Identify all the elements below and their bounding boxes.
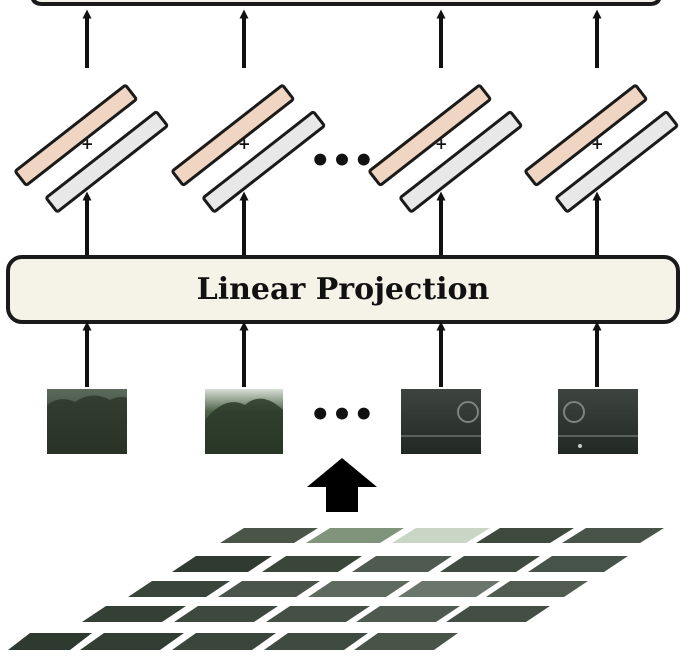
position-embedding-bar [14, 84, 138, 187]
position-embedding-bar [368, 84, 492, 187]
patch-embedding-bar [555, 110, 679, 213]
plus-sign: + [238, 135, 251, 153]
position-embedding-bar [524, 84, 648, 187]
up-arrow-icon [82, 321, 602, 387]
image-patch-1 [47, 389, 127, 454]
linear-projection-box [6, 255, 680, 324]
patch-grid [8, 528, 664, 650]
up-arrow-icon [82, 9, 602, 68]
big-up-arrow-icon [307, 458, 377, 512]
plus-sign: + [81, 135, 94, 153]
image-patch-4 [558, 389, 638, 454]
token-pair-2: + [171, 84, 326, 213]
plus-sign: + [435, 135, 448, 153]
position-embedding-bar [171, 84, 295, 187]
patch-embedding-bar [399, 110, 523, 213]
plus-sign: + [591, 135, 604, 153]
patch-ellipsis: ••• [309, 395, 374, 435]
linear-projection-label: Linear Projection [197, 272, 490, 307]
patch-embedding-bar [202, 110, 326, 213]
image-patch-2 [205, 389, 283, 454]
token-ellipsis: ••• [309, 141, 374, 181]
encoder-box-bottom-edge [31, 0, 661, 6]
image-patch-3 [401, 389, 481, 454]
patch-embedding-bar [45, 110, 169, 213]
token-pair-4: + [524, 84, 679, 213]
token-pair-3: + [368, 84, 523, 213]
up-arrow-icon [82, 191, 602, 256]
token-pair-1: + [14, 84, 169, 213]
